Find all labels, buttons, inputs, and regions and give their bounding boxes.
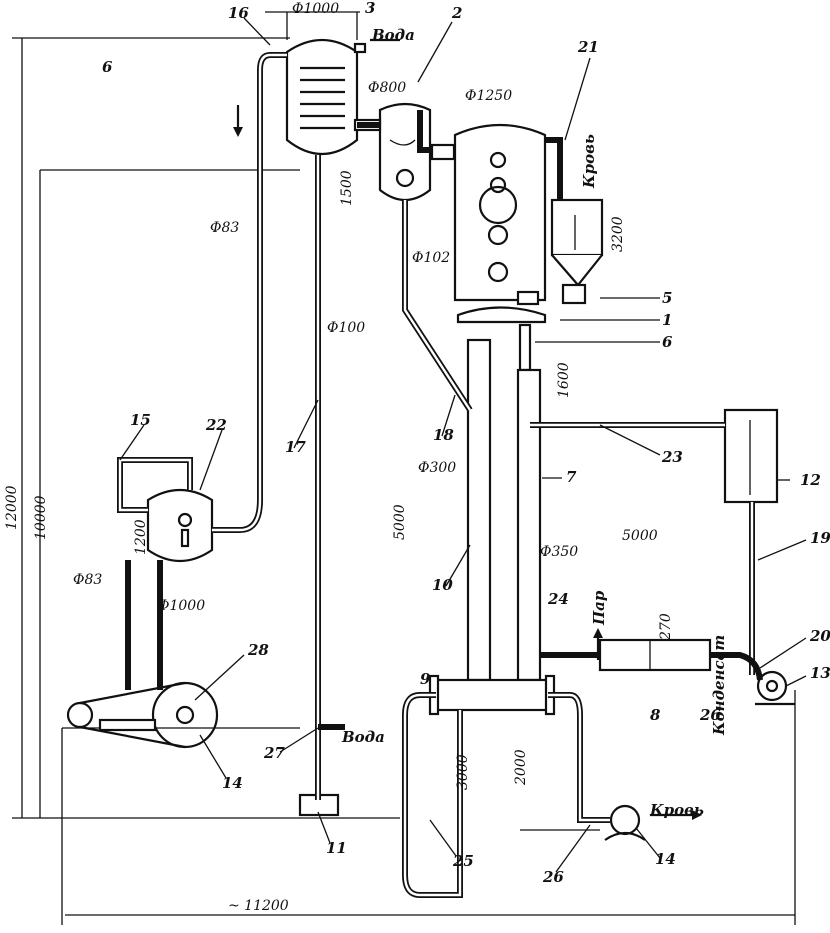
dim-h10000: 10000 [33, 495, 49, 540]
callout-10: 11 [326, 839, 347, 857]
callout-6: 6 [662, 333, 673, 351]
evaporator-body [430, 123, 547, 302]
label-blood-bottom: Кровь [649, 801, 704, 819]
leader-lines [119, 17, 807, 873]
dim-h5000: 5000 [392, 504, 408, 540]
dim-h3200: 3200 [610, 216, 626, 252]
callout-2: 2 [451, 4, 462, 22]
dim-h1200: 1200 [133, 519, 149, 555]
corner-mark: 6 [102, 58, 113, 76]
callout-7: 7 [566, 468, 577, 486]
overall-dimensions [12, 37, 795, 916]
dim-h1500: 1500 [339, 170, 355, 206]
callout-28: 26 [699, 706, 721, 724]
callout-21: 20 [809, 627, 830, 645]
label-condensate: Конденсат [710, 635, 728, 736]
dim-d83-a: Φ83 [210, 220, 239, 236]
callout-1: 1 [662, 311, 672, 329]
callout-29: 27 [263, 744, 285, 762]
heater-9 [598, 638, 712, 672]
dim-d102: Φ102 [412, 250, 450, 266]
condenser-16 [265, 11, 367, 156]
callout-5: 5 [662, 289, 672, 307]
pump-14 [604, 804, 646, 841]
label-blood-top: Кровь [580, 134, 598, 189]
tank-23 [146, 489, 214, 562]
callout-26: 25 [452, 852, 474, 870]
dim-d1000-top: Φ1000 [292, 1, 339, 17]
dim-h270: 270 [658, 613, 674, 641]
dim-h3000: 3000 [455, 754, 471, 790]
dim-w5000: 5000 [622, 528, 658, 544]
receiver-12 [723, 408, 779, 504]
callout-12: 12 [800, 471, 821, 489]
dim-d83-b: Φ83 [73, 572, 102, 588]
callout-3: 3 [365, 0, 375, 17]
callout-25: 24 [547, 590, 569, 608]
dim-d1250: Φ1250 [465, 88, 512, 104]
callout-27: 26 [542, 868, 564, 886]
heating-tube-11 [466, 338, 492, 682]
callout-30: 28 [247, 641, 269, 659]
dim-d1000-bottom: Φ1000 [158, 598, 205, 614]
dim-d350: Φ350 [540, 544, 578, 560]
callout-16: 16 [228, 4, 249, 22]
label-water-bottom: Вода [341, 728, 385, 746]
dim-h1600: 1600 [556, 362, 572, 398]
callout-19: 18 [433, 426, 454, 444]
callout-23: 22 [205, 416, 227, 434]
vacuum-pump-15 [66, 681, 219, 749]
flow-arrows [233, 38, 702, 820]
label-water-top: Вода [371, 26, 415, 44]
callout-18: 17 [285, 438, 306, 456]
outlet-fittings [456, 290, 547, 372]
callout-11: 10 [432, 576, 453, 594]
callout-17: 15 [130, 411, 151, 429]
dim-d100: Φ100 [327, 320, 365, 336]
dim-h12000: 12000 [4, 485, 20, 530]
dim-d800: Φ800 [368, 80, 406, 96]
pipe-network [117, 52, 763, 898]
blood-tank-22 [550, 198, 604, 305]
callout-14: 14 [655, 850, 676, 868]
collector-8 [428, 674, 556, 716]
dim-h2000: 2000 [513, 749, 529, 786]
callout-8: 9 [420, 670, 431, 688]
callout-9: 8 [650, 706, 661, 724]
label-steam: Пар [590, 590, 608, 626]
callout-22: 21 [577, 38, 599, 56]
callout-20: 19 [810, 529, 830, 547]
callout-13: 13 [810, 664, 830, 682]
callout-15: 14 [222, 774, 243, 792]
return-tube-7 [516, 368, 542, 682]
dim-d300: Φ300 [418, 460, 456, 476]
callout-24: 23 [661, 448, 683, 466]
dim-w11200: ~ 11200 [228, 898, 289, 914]
